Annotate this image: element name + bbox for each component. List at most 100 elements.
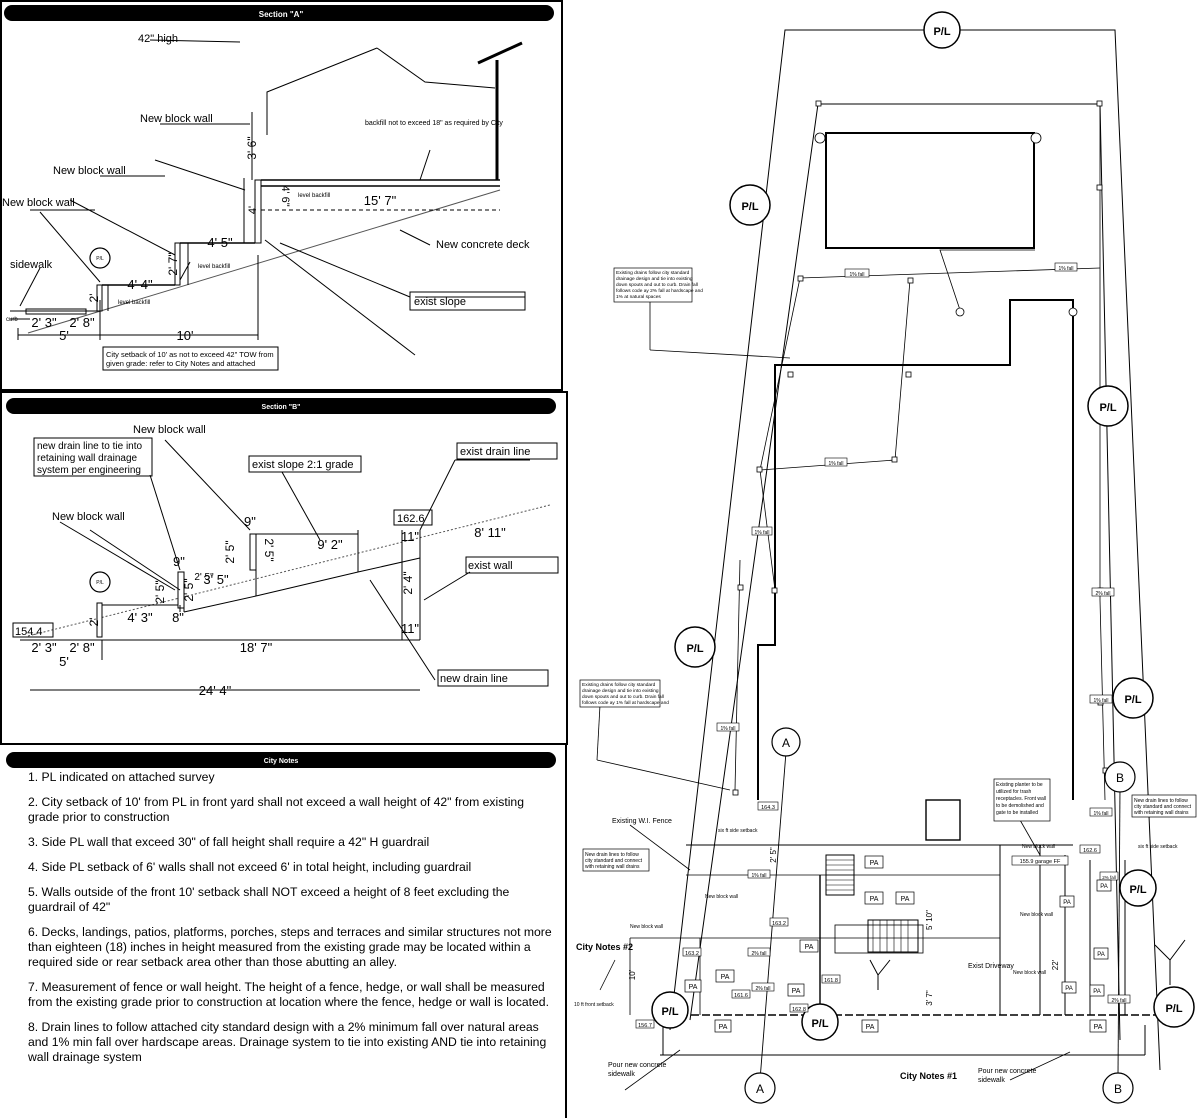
elev-162-8: 162.8 [792, 1007, 806, 1013]
section-a-deck-label: New concrete deck [436, 239, 530, 251]
pl-marker-bottom-left: P/L [661, 1006, 678, 1018]
note-drains-left-l1: Existing drains follow city standard [582, 682, 656, 688]
pl-marker-bottom-mid: P/L [811, 1018, 828, 1030]
note-new-drain-left: New drain lines to follow city standard … [585, 852, 643, 870]
city-note-6: 6. Decks, landings, patios, platforms, p… [28, 925, 552, 969]
section-markers: A A B B [744, 727, 1136, 1104]
dim-3-7: 3' 7" [925, 990, 934, 1006]
note-new-drain-right-l1: New drain lines to follow [1134, 798, 1188, 804]
section-a-curb-label: curb [6, 317, 18, 323]
backfill-note-text: backfill not to exceed 18" as required b… [365, 120, 503, 127]
b-dim-2-4: 2' 4" [401, 571, 415, 594]
city-note-2: 2. City setback of 10' from PL in front … [28, 795, 524, 824]
dim-4: 4' [247, 206, 259, 214]
city-notes-2-label: City Notes #2 [576, 942, 633, 952]
section-b-panel: Section "B" [0, 391, 568, 745]
section-b-elev-bottom: 154.4 [15, 626, 43, 638]
section-b-slope-label: exist slope 2:1 grade [252, 459, 354, 471]
section-a-setback-note-1: City setback of 10' as not to exceed 42"… [106, 350, 274, 359]
fall-label-5: 2% fall [1095, 591, 1110, 597]
front-setback-label: 10 ft front setback [574, 1002, 614, 1008]
pl-marker-right-2: P/L [1124, 694, 1141, 706]
section-a-label-wall-mid: New block wall [53, 165, 126, 177]
pa-label-1: PA [870, 860, 879, 867]
site-plan-elevations: 164.3 162.6 163.2 163.2 161.6 161.8 162.… [628, 801, 1101, 1029]
section-a-label-sidewalk: sidewalk [10, 259, 53, 271]
section-a-slope-label: exist slope [414, 296, 466, 308]
note-planter: Existing planter to be utilized for tras… [996, 782, 1047, 816]
dim-4-5: 4' 5" [207, 235, 233, 250]
sidewalk-left-l1: Pour new concrete [608, 1062, 666, 1069]
section-a-panel: Section "A" [0, 0, 563, 391]
note-drains-left-l3: down spouts and out to curb. Drain fall [582, 694, 664, 700]
pl-marker-group: P/L P/L P/L P/L P/L P/L P/L P/L P/L [651, 11, 1195, 1041]
garage-ff-label: 155.9 garage FF [1020, 859, 1061, 865]
note-drains-top-l4: follows code ay 2% fall at hardscape and [616, 288, 703, 294]
fall-label-9: 1% fall [751, 873, 766, 879]
dim-2-5: 2' 5" [769, 847, 778, 863]
note-drains-left-l2: drainage design and tie into existing [582, 688, 659, 694]
pl-marker-right-1: P/L [1099, 402, 1116, 414]
note-drains-left: Existing drains follow city standard dra… [582, 682, 669, 706]
b-dim-11-bot: 11" [401, 621, 419, 636]
section-marker-b-bottom: B [1114, 1082, 1122, 1096]
dim-15-7: 15' 7" [364, 193, 397, 208]
note-new-drain-left-l1: New drain lines to follow [585, 852, 639, 858]
pl-marker-bottom-right: P/L [1165, 1003, 1182, 1015]
elev-162-6: 162.6 [1083, 848, 1097, 854]
note-planter-l1: Existing planter to be [996, 782, 1043, 788]
note-planter-l4: to be demolished and [996, 803, 1044, 809]
dim-2-7: 2' 7" [166, 252, 180, 275]
section-a-level-backfill-2: level backfill [198, 264, 230, 270]
section-b-exist-wall-label: exist wall [468, 560, 513, 572]
new-block-wall-label-4: New block wall [1020, 912, 1053, 918]
section-a-label-wall-low: New block wall [2, 197, 75, 209]
section-a-label-high: 42" high [138, 33, 178, 45]
note-drains-top-l1: Existing drains follow city standard [616, 270, 690, 276]
pl-marker-right-3: P/L [1129, 884, 1146, 896]
note-new-drain-right-l2: city standard and connect [1134, 804, 1192, 810]
city-notes-list: 1. PL indicated on attached survey 2. Ci… [6, 770, 554, 1075]
fall-label-11: 2% fall [755, 986, 770, 992]
b-dim-5: 5' [59, 654, 69, 669]
pa-label-2: PA [870, 896, 879, 903]
sidewalk-left-l2: sidewalk [608, 1071, 635, 1078]
section-marker-a-top: A [782, 736, 790, 750]
site-plan-notes: Existing drains follow city standard dra… [574, 267, 1197, 1084]
note-drains-left-l4: follows code ay 1% fall at hardscape and [582, 700, 669, 706]
section-marker-b-top: B [1116, 771, 1124, 785]
side-setback-label-1: six ft side setback [718, 828, 758, 834]
note-drains-top: Existing drains follow city standard dra… [616, 270, 704, 300]
note-drains-top-l5: 1% at natural spaces [616, 294, 661, 300]
sidewalk-right-l1: Pour new concrete [978, 1068, 1036, 1075]
elev-163-2-a: 163.2 [685, 951, 699, 957]
site-plan-markers [732, 100, 1109, 796]
dim-2-3: 2' 3" [31, 315, 57, 330]
section-a-header: Section "A" [259, 10, 304, 19]
city-note-4: 4. Side PL setback of 6' walls shall not… [28, 860, 472, 874]
fence-label: Existing W.I. Fence [612, 818, 672, 825]
b-dim-3-5: 3' 5" [203, 572, 229, 587]
fall-label-1: 1% fall [849, 272, 864, 278]
section-a-backfill-note: backfill not to exceed 18" as required b… [365, 120, 503, 127]
section-b-exist-drain-label: exist drain line [460, 446, 530, 458]
pa-label-4: PA [721, 974, 730, 981]
pa-label-6: PA [689, 984, 698, 991]
note-drains-top-l2: drainage design and tie into existing [616, 276, 693, 282]
b-dim-18-7: 18' 7" [240, 640, 273, 655]
dim-2-8: 2' 8" [69, 315, 95, 330]
b-dim-2-3: 2' 3" [31, 640, 57, 655]
pa-label-5: PA [805, 944, 814, 951]
dim-2: 2' [87, 294, 101, 303]
fall-label-10: 2% fall [751, 951, 766, 957]
pa-label-11: PA [1063, 900, 1071, 906]
note-drains-top-l3: down spouts and out to curb. Drain fall [616, 282, 698, 288]
note-planter-l5: gate to be installed [996, 810, 1038, 816]
dim-10: 10' [177, 328, 194, 343]
pl-marker-top: P/L [933, 26, 950, 38]
sidewalk-label-right: Pour new concrete sidewalk [978, 1068, 1038, 1084]
section-b-drain-note-3: system per engineering [37, 465, 141, 476]
pl-marker-left-2: P/L [686, 643, 703, 655]
fall-label-12: 2% fall [1102, 875, 1116, 880]
